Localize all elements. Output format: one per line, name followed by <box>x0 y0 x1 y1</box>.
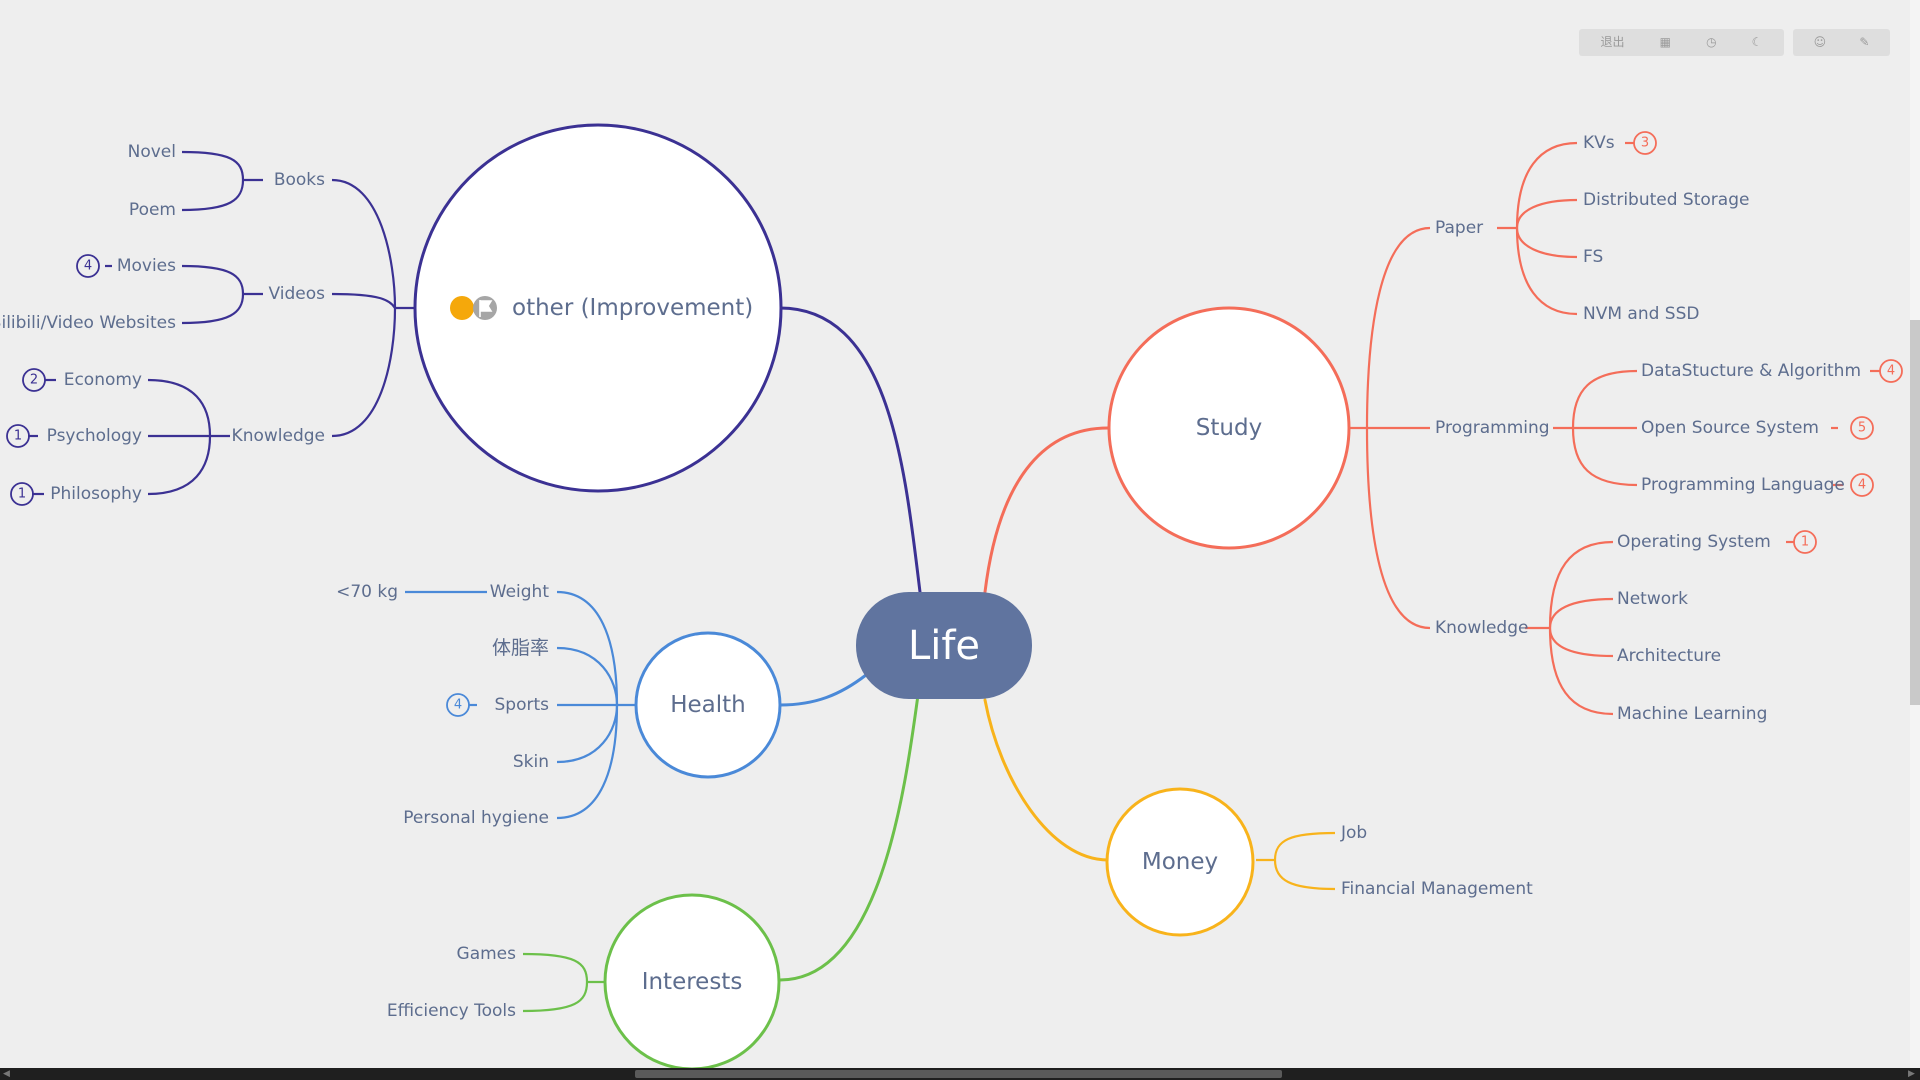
interests-node-circle[interactable] <box>603 893 781 1068</box>
node-weight-target[interactable]: <70 kg <box>336 582 398 602</box>
node-personal-hygiene[interactable]: Personal hygiene <box>403 808 549 828</box>
node-financial-management[interactable]: Financial Management <box>1341 879 1533 899</box>
root-label[interactable]: Life <box>908 623 980 669</box>
badge-psychology <box>6 424 30 448</box>
node-architecture[interactable]: Architecture <box>1617 646 1721 666</box>
node-economy[interactable]: Economy <box>64 370 142 390</box>
flag-icon <box>473 296 497 320</box>
node-bilibili[interactable]: Bilibili/Video Websites <box>0 313 176 333</box>
node-efficiency-tools[interactable]: Efficiency Tools <box>387 1001 516 1021</box>
outline-icon[interactable]: ▦ <box>1659 35 1671 49</box>
toolbar-left: 退出 ▦ ◷ ☾ <box>1579 29 1784 56</box>
node-open-source[interactable]: Open Source System <box>1641 418 1819 438</box>
badge-kvs-count: 3 <box>1641 136 1649 151</box>
node-skin[interactable]: Skin <box>513 752 549 772</box>
node-weight[interactable]: Weight <box>490 582 550 602</box>
node-algorithm[interactable]: DataStucture & Algorithm <box>1641 361 1861 381</box>
badge-operating-system-count: 1 <box>1801 535 1809 550</box>
node-operating-system[interactable]: Operating System <box>1617 532 1771 552</box>
badge-open-source-count: 5 <box>1858 421 1866 436</box>
node-videos[interactable]: Videos <box>269 284 326 304</box>
badge-programming-language <box>1850 473 1874 497</box>
badge-programming-language-count: 4 <box>1858 478 1866 493</box>
money-title[interactable]: Money <box>1142 849 1218 875</box>
badge-philosophy-count: 1 <box>18 487 26 502</box>
theme-moon-icon[interactable]: ☾ <box>1751 35 1763 49</box>
badge-economy-count: 2 <box>30 373 38 388</box>
money-node-circle[interactable] <box>1105 787 1255 937</box>
badge-kvs <box>1633 131 1657 155</box>
health-title[interactable]: Health <box>670 692 746 718</box>
badge-philosophy <box>10 482 34 506</box>
badge-sports <box>446 693 470 717</box>
node-novel[interactable]: Novel <box>128 142 176 162</box>
node-machine-learning[interactable]: Machine Learning <box>1617 704 1767 724</box>
node-nvm-ssd[interactable]: NVM and SSD <box>1583 304 1699 324</box>
node-sports[interactable]: Sports <box>495 695 550 715</box>
node-paper[interactable]: Paper <box>1435 218 1483 238</box>
node-programming[interactable]: Programming <box>1435 418 1550 438</box>
vertical-scroll-thumb[interactable] <box>1910 320 1920 705</box>
node-knowledge-study[interactable]: Knowledge <box>1435 618 1528 638</box>
node-job[interactable]: Job <box>1340 823 1367 843</box>
other-title[interactable]: other (Improvement) <box>512 295 753 321</box>
badge-operating-system <box>1793 530 1817 554</box>
node-philosophy[interactable]: Philosophy <box>50 484 142 504</box>
node-fs[interactable]: FS <box>1583 247 1603 267</box>
node-psychology[interactable]: Psychology <box>47 426 142 446</box>
study-node-circle[interactable] <box>1107 306 1351 550</box>
orange-priority-icon <box>450 296 474 320</box>
node-body-fat[interactable]: 体脂率 <box>492 637 549 659</box>
scroll-left-icon[interactable]: ◀ <box>3 1069 10 1079</box>
history-icon[interactable]: ◷ <box>1706 35 1717 49</box>
node-poem[interactable]: Poem <box>129 200 176 220</box>
health-node-circle[interactable] <box>634 631 782 779</box>
badge-economy <box>22 368 46 392</box>
badge-movies-count: 4 <box>84 259 92 274</box>
study-title[interactable]: Study <box>1196 415 1262 441</box>
node-books[interactable]: Books <box>274 170 325 190</box>
node-knowledge-other[interactable]: Knowledge <box>232 426 325 446</box>
root-node[interactable] <box>856 592 1032 699</box>
badge-open-source <box>1850 416 1874 440</box>
node-distributed-storage[interactable]: Distributed Storage <box>1583 190 1749 210</box>
other-node-circle[interactable] <box>413 123 783 493</box>
exit-button[interactable]: 退出 <box>1600 35 1625 49</box>
interests-title[interactable]: Interests <box>642 969 743 995</box>
node-games[interactable]: Games <box>457 944 517 964</box>
scroll-right-icon[interactable]: ▶ <box>1908 1069 1915 1079</box>
node-movies[interactable]: Movies <box>117 256 176 276</box>
node-network[interactable]: Network <box>1617 589 1688 609</box>
horizontal-scroll-thumb[interactable] <box>635 1070 1282 1078</box>
badge-algorithm-count: 4 <box>1887 364 1895 379</box>
badge-algorithm <box>1879 359 1903 383</box>
toolbar-right: ☺ ✎ <box>1793 29 1890 56</box>
brush-icon[interactable]: ✎ <box>1859 35 1870 49</box>
node-kvs[interactable]: KVs <box>1583 133 1615 153</box>
emoji-icon[interactable]: ☺ <box>1813 35 1827 49</box>
badge-movies <box>76 254 100 278</box>
badge-sports-count: 4 <box>454 698 462 713</box>
node-programming-language[interactable]: Programming Language <box>1641 475 1845 495</box>
badge-psychology-count: 1 <box>14 429 22 444</box>
